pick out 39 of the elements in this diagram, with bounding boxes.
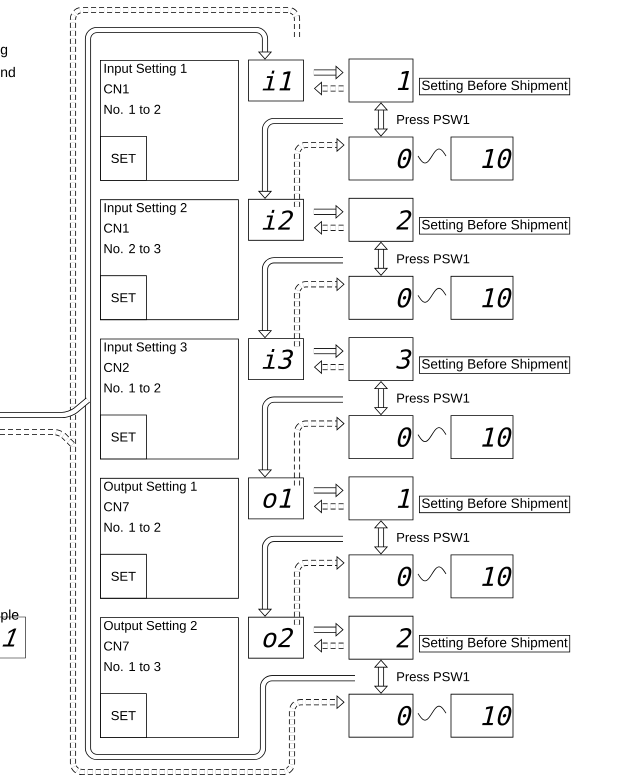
edge-label: Press PSW1 [395,114,471,126]
note-box: Setting Before Shipment [419,496,570,514]
display-box: i3 [248,338,304,380]
edge-label: Press PSW1 [395,671,471,682]
arrow [374,242,388,276]
set-cell: SET [100,693,147,738]
edge-label: Press PSW1 [395,392,471,404]
text-fragment: nd [1,66,15,78]
display-box: 0 [348,554,414,598]
arrow [374,660,388,694]
display-box: 3 [348,337,414,381]
display-box: 10 [450,415,514,459]
display-box: 0 [348,694,414,738]
display-box: o2 [248,616,304,659]
set-cell: SET [100,275,147,320]
display-box: 10 [450,276,514,320]
edge-label: Press PSW1 [395,532,471,543]
note-box: Setting Before Shipment [419,635,570,652]
display-box: 0 [348,415,414,459]
display-box: 10 [450,136,514,180]
display-box: 2 [348,198,414,242]
display-box: 2 [348,616,414,660]
display-box: 1 [348,58,414,102]
display-box: 0 [348,136,414,180]
note-box: Setting Before Shipment [419,217,570,234]
set-cell: SET [100,136,147,181]
note-box: Setting Before Shipment [419,356,570,374]
display-box: 0 [348,276,414,320]
display-box: 1 [348,476,414,520]
display-box: 10 [450,694,514,738]
display-box: i1 [248,60,304,102]
note-box: Setting Before Shipment [419,78,570,96]
set-cell: SET [100,414,147,460]
edge-label: Press PSW1 [395,253,471,264]
text-fragment: g [0,46,8,58]
display-box: i2 [248,198,304,241]
display-box: 10 [450,554,514,598]
display-box: o1 [248,478,304,520]
set-cell: SET [100,554,147,599]
